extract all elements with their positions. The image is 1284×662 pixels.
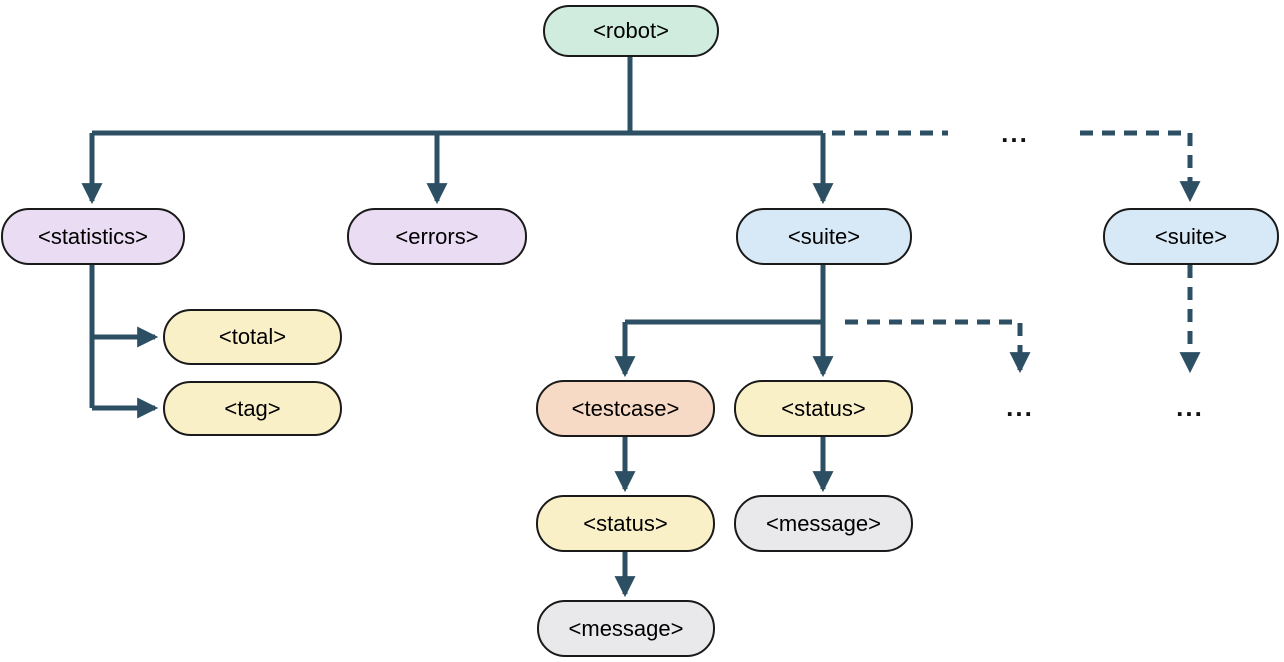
- node-robot: <robot>: [543, 5, 719, 57]
- node-suite-additional: <suite>: [1103, 208, 1279, 265]
- node-tag: <tag>: [163, 381, 342, 436]
- node-message-of-suite-status: <message>: [734, 495, 913, 552]
- node-status-of-suite: <status>: [734, 380, 913, 437]
- edge-dashed-arrow-more-children: [845, 319, 1031, 374]
- node-message-of-testcase-status: <message>: [537, 600, 715, 657]
- ellipsis-more-suites: ...: [1001, 118, 1029, 148]
- node-suite: <suite>: [736, 208, 912, 265]
- node-total: <total>: [163, 309, 342, 365]
- ellipsis-more-suite-children: ...: [1006, 392, 1034, 422]
- ellipsis-more-nested: ...: [1176, 392, 1204, 422]
- node-statistics: <statistics>: [1, 208, 185, 265]
- node-testcase: <testcase>: [536, 380, 715, 437]
- node-status-of-testcase: <status>: [536, 495, 715, 552]
- edge-dashed-arrow-suite-more: [1080, 130, 1201, 203]
- node-errors: <errors>: [347, 208, 527, 265]
